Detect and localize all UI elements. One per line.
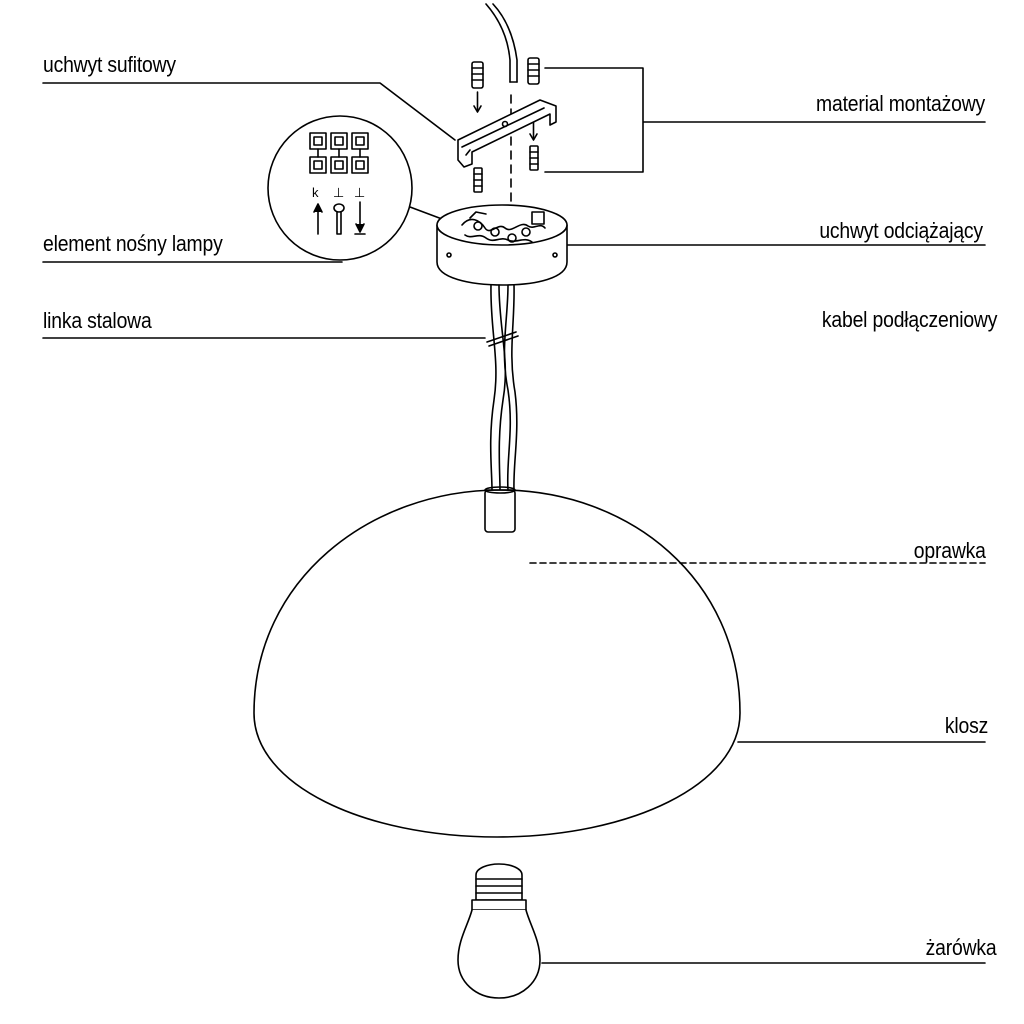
leader-mounting-material — [544, 67, 986, 173]
magnifier-symbols — [313, 201, 366, 235]
label-steel-cable: linka stalowa — [43, 308, 152, 333]
terminal-block — [309, 132, 369, 174]
label-bulb: żarówka — [926, 935, 997, 960]
label-lamp-support-element: element nośny lampy — [43, 231, 223, 256]
wall-plug-right — [527, 57, 540, 141]
ceiling-wire — [485, 3, 511, 83]
cable-d — [511, 284, 518, 491]
label-mounting-material: material montażowy — [816, 91, 985, 116]
label-ceiling-bracket: uchwyt sufitowy — [43, 52, 176, 77]
terminal-label-middle: ⊥ — [333, 185, 344, 200]
screw-left — [473, 167, 483, 193]
wall-plug-left — [471, 61, 484, 113]
terminal-label-right: ⊥ — [354, 185, 365, 200]
light-bulb — [457, 863, 541, 999]
socket-holder — [484, 486, 516, 533]
label-shade: klosz — [944, 713, 988, 738]
dome-shade — [253, 489, 741, 838]
cable-b — [498, 284, 507, 491]
magnifier-circle — [267, 115, 413, 261]
leader-ceiling-bracket — [42, 82, 456, 141]
ceiling-bracket — [457, 99, 557, 168]
label-strain-relief: uchwyt odciążający — [819, 218, 983, 243]
screw-right — [529, 145, 539, 171]
cable-a — [489, 284, 497, 491]
terminal-label-left: k — [312, 185, 319, 200]
cable-clamp — [486, 331, 519, 347]
ceiling-wire-2 — [492, 3, 518, 83]
canopy — [436, 204, 568, 286]
label-connection-cable: kabel podłączeniowy — [821, 307, 997, 332]
label-socket: oprawka — [914, 538, 986, 563]
cable-c — [503, 284, 512, 491]
